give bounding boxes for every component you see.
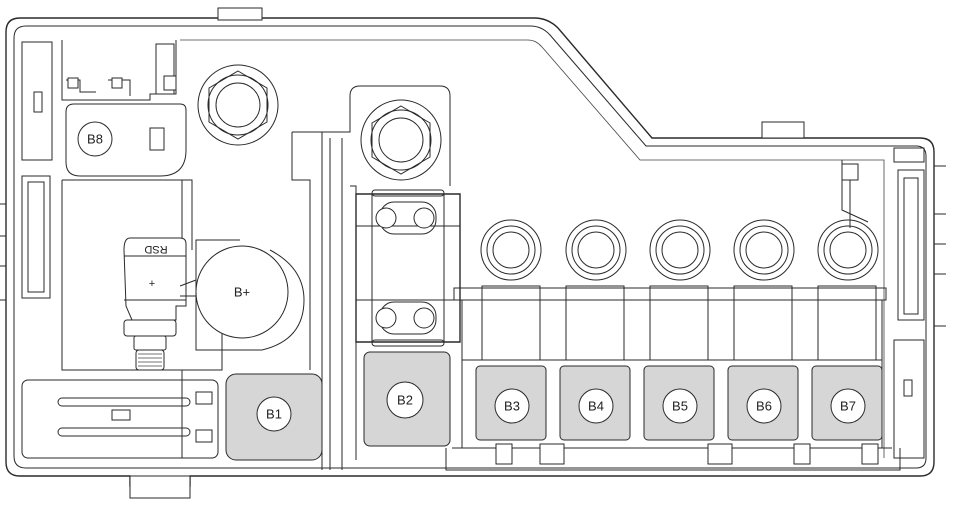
b8-circle [77, 121, 113, 157]
bplus-post: B+ [195, 239, 305, 351]
b3-label: B3 [504, 399, 520, 414]
plus-symbol: + [149, 278, 155, 290]
fuse-b4: B4 [539, 219, 631, 465]
busbar-region [61, 40, 451, 470]
b2-section: B2 [363, 351, 451, 447]
b6-circle [746, 388, 782, 424]
fuse-b7: B7 [811, 219, 883, 465]
b5-label: B5 [672, 399, 688, 414]
b2-label: B2 [397, 393, 413, 408]
b7-circle [830, 388, 866, 424]
fuse-b6: B6 [727, 219, 811, 465]
b7-label: B7 [840, 399, 856, 414]
center-fuse-link [350, 185, 461, 460]
b8-terminal: B8 [65, 77, 187, 177]
bplus-label: B+ [234, 285, 250, 300]
b1-circle [256, 396, 292, 432]
b3-circle [494, 388, 530, 424]
b1-section: B1 [21, 370, 323, 461]
b4-circle [578, 388, 614, 424]
hex-bolt-top-left [197, 64, 279, 146]
b4-label: B4 [588, 399, 604, 414]
b1-label: B1 [266, 407, 282, 422]
fuse-b3: B3 [475, 219, 547, 465]
b8-label: B8 [87, 132, 103, 147]
b2-circle [386, 381, 424, 419]
hex-bolt-top-right [360, 99, 442, 181]
battery-clamp: RSD + [123, 237, 197, 371]
b5-circle [662, 388, 698, 424]
b6-label: B6 [756, 399, 772, 414]
housing-outline [0, 7, 946, 499]
rsd-text: RSD [144, 243, 167, 255]
fuse-b5: B5 [643, 219, 733, 465]
bplus-circle [195, 245, 289, 339]
